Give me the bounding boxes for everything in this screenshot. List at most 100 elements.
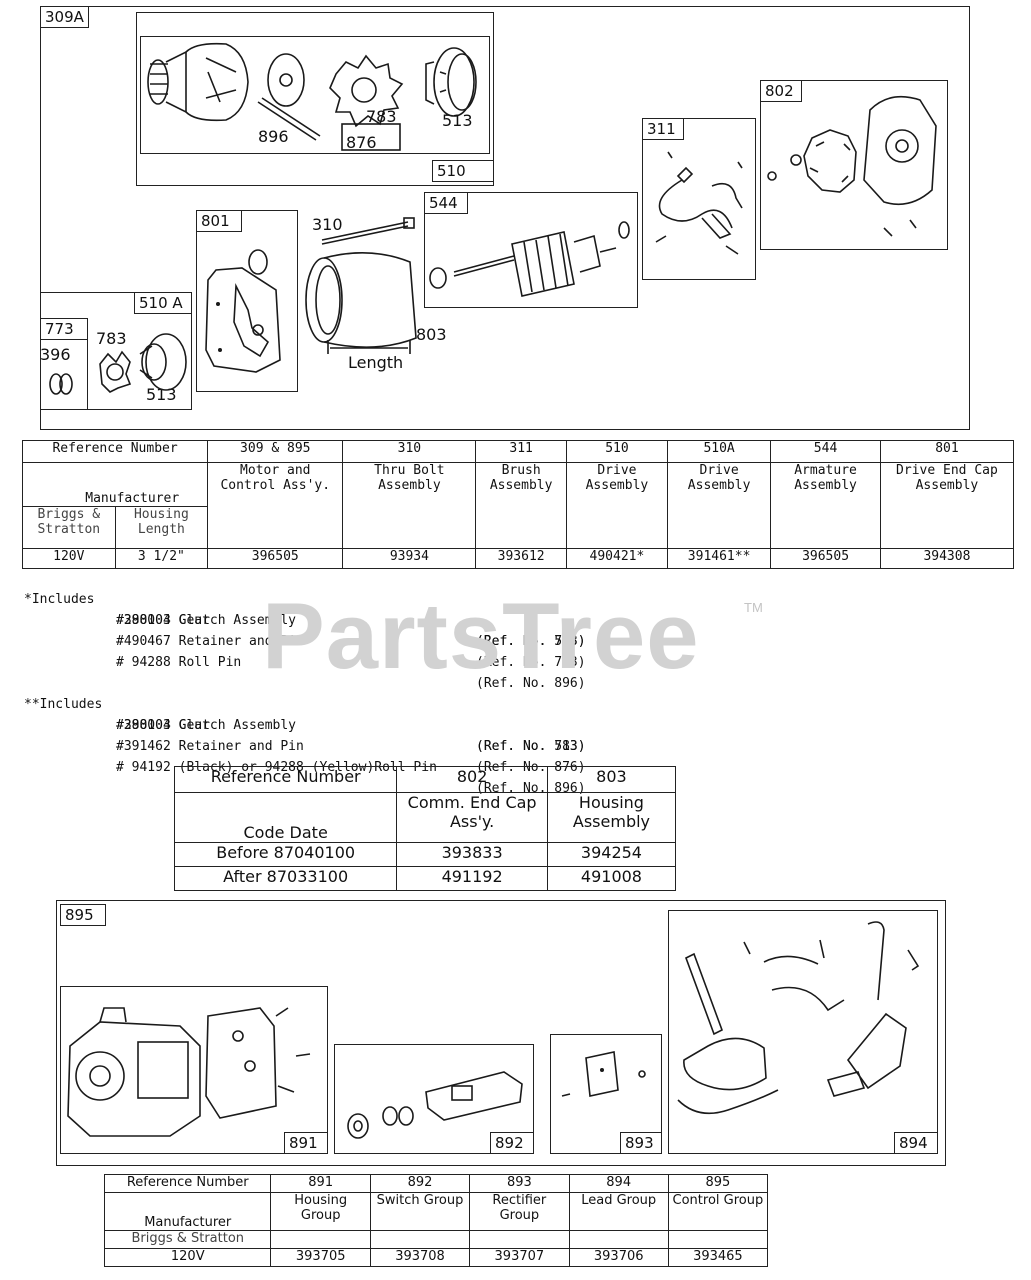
note-item: #280104 Gear <box>116 718 210 733</box>
table3-ref-894: 894 <box>568 1174 669 1193</box>
note-group1-row: # 94288 Roll Pin (Ref. No. 896) <box>24 631 644 691</box>
table3-empty <box>568 1230 669 1249</box>
table2-part-803-before: 394254 <box>546 842 677 867</box>
table3-part-893: 393707 <box>469 1248 570 1267</box>
table1-desc-544: Armature Assembly <box>770 462 881 549</box>
callout-783-top: 783 <box>366 107 397 126</box>
note-item: # 94288 Roll Pin <box>116 655 242 670</box>
table2-date-after: After 87033100 <box>173 866 398 891</box>
housing-803-illustration <box>305 252 417 354</box>
table3-ref-label: Reference Number <box>103 1174 272 1193</box>
drive-510A-illustration <box>49 333 187 395</box>
table1-ref-801: 801 <box>879 440 1015 463</box>
callout-896-510A: 396 <box>40 345 71 364</box>
table1-ref-544: 544 <box>770 440 881 463</box>
callout-311: 311 <box>642 118 684 140</box>
end-cap-801-illustration <box>205 249 281 373</box>
note-group2-row: **Includes #398003 Clutch Assembly (Ref.… <box>24 673 644 754</box>
table3-empty <box>469 1230 570 1249</box>
callout-783-510A: 783 <box>96 329 127 348</box>
table2-ref-label: Reference Number <box>173 766 398 793</box>
callout-544: 544 <box>424 192 468 214</box>
table2-desc-802: Comm. End Cap Ass'y. <box>396 792 548 843</box>
table2-part-803-after: 491008 <box>546 866 677 891</box>
brush-311-illustration <box>655 151 743 255</box>
main-diagram-frame <box>40 6 970 430</box>
switch-group-892-frame <box>334 1044 534 1154</box>
note-group1-row: #490467 Retainer and Pin (Ref. No. 773) <box>24 610 644 670</box>
table1-desc-309: Motor and Control Ass'y. <box>207 462 344 549</box>
note-ref: (Ref. No. 783) <box>476 739 586 754</box>
table3-ref-891: 891 <box>270 1174 371 1193</box>
note-item: #490467 Retainer and Pin <box>116 634 304 649</box>
table3-empty <box>270 1230 371 1249</box>
callout-876: 876 <box>346 133 377 152</box>
lead-group-894-frame <box>668 910 938 1154</box>
end-cap-801-frame <box>196 210 298 392</box>
lead-group-894-illustration <box>677 921 920 1115</box>
rectifier-group-893-illustration <box>561 1051 646 1097</box>
thru-bolt-310-illustration <box>321 217 415 245</box>
switch-group-892-illustration <box>347 1071 523 1139</box>
table1-part-510A: 391461** <box>666 548 772 569</box>
note-ref: (Ref. No. 513) <box>476 634 586 649</box>
note-ref: (Ref. No. 783) <box>476 634 586 649</box>
table3-empty <box>667 1230 769 1249</box>
table3-empty <box>369 1230 471 1249</box>
table1-ref-311: 311 <box>475 440 567 463</box>
table2-date-before: Before 87040100 <box>173 842 398 867</box>
table2-part-802-after: 491192 <box>396 866 548 891</box>
table3-voltage: 120V <box>103 1248 272 1267</box>
note-group2-prefix: **Includes <box>24 697 103 712</box>
table1-mfr-housing-length: Housing Length <box>114 506 209 549</box>
note-group1-row: *Includes #398003 Clutch Assembly (Ref. … <box>24 568 644 649</box>
table1-part-801: 394308 <box>879 548 1015 569</box>
note-group2-row: # 94192 (Black) or 94288 (Yellow)Roll Pi… <box>24 736 644 796</box>
table1-part-544: 396505 <box>770 548 881 569</box>
table3-ref-892: 892 <box>369 1174 471 1193</box>
table3-ref-893: 893 <box>469 1174 570 1193</box>
note-group2-row: #280104 Gear (Ref. No. 783) <box>24 694 644 754</box>
table1-part-310: 93934 <box>342 548 477 569</box>
table2-ref-803: 803 <box>546 766 677 793</box>
callout-801: 801 <box>196 210 242 232</box>
callout-773: 773 <box>40 318 88 340</box>
table1-desc-510: Drive Assembly <box>565 462 668 549</box>
table1-desc-801: Drive End Cap Assembly <box>879 462 1015 549</box>
table2-part-802-before: 393833 <box>396 842 548 867</box>
note-ref: (Ref. No. 773) <box>476 655 586 670</box>
note-group1-prefix: *Includes <box>24 592 95 607</box>
callout-510: 510 <box>432 160 494 182</box>
partstree-watermark: PartsTree <box>262 583 700 688</box>
table3-mfr-briggs: Briggs & Stratton <box>103 1230 272 1249</box>
table3-desc-893: Rectifier Group <box>469 1192 570 1231</box>
table3-ref-895: 895 <box>667 1174 769 1193</box>
table2-code-date-label: Code Date <box>173 792 398 843</box>
note-item: #391462 Retainer and Pin <box>116 739 304 754</box>
housing-length-label: Length <box>348 353 404 372</box>
brush-311-frame <box>642 118 756 280</box>
callout-894: 894 <box>894 1132 938 1154</box>
table3-desc-894: Lead Group <box>568 1192 669 1231</box>
table1-ref-310: 310 <box>342 440 477 463</box>
table1-mfr-briggs: Briggs & Stratton <box>22 506 116 549</box>
parts-table-control: Reference Number 891 892 893 894 895 Man… <box>103 1174 769 1267</box>
table2-ref-802: 802 <box>396 766 548 793</box>
table1-part-311: 393612 <box>475 548 567 569</box>
table3-part-895: 393465 <box>667 1248 769 1267</box>
table1-ref-label: Reference Number <box>21 440 209 463</box>
table1-desc-310: Thru Bolt Assembly <box>342 462 477 549</box>
drive-510-frame <box>136 12 494 186</box>
note-group2-row: #391462 Retainer and Pin (Ref. No. 876) <box>24 715 644 775</box>
comm-end-cap-802-illustration <box>767 95 937 237</box>
parts-table-code-date: Reference Number 802 803 Code Date Comm.… <box>173 766 677 891</box>
table1-ref-510: 510 <box>565 440 668 463</box>
housing-group-891-illustration <box>67 1007 311 1137</box>
armature-544-illustration <box>429 221 630 297</box>
callout-513-top: 513 <box>442 111 473 130</box>
note-ref: (Ref. No. 896) <box>476 676 586 691</box>
table3-desc-892: Switch Group <box>369 1192 471 1231</box>
table1-length: 3 1/2" <box>114 548 209 569</box>
table3-desc-891: Housing Group <box>270 1192 371 1231</box>
callout-309A: 309A <box>40 6 89 28</box>
